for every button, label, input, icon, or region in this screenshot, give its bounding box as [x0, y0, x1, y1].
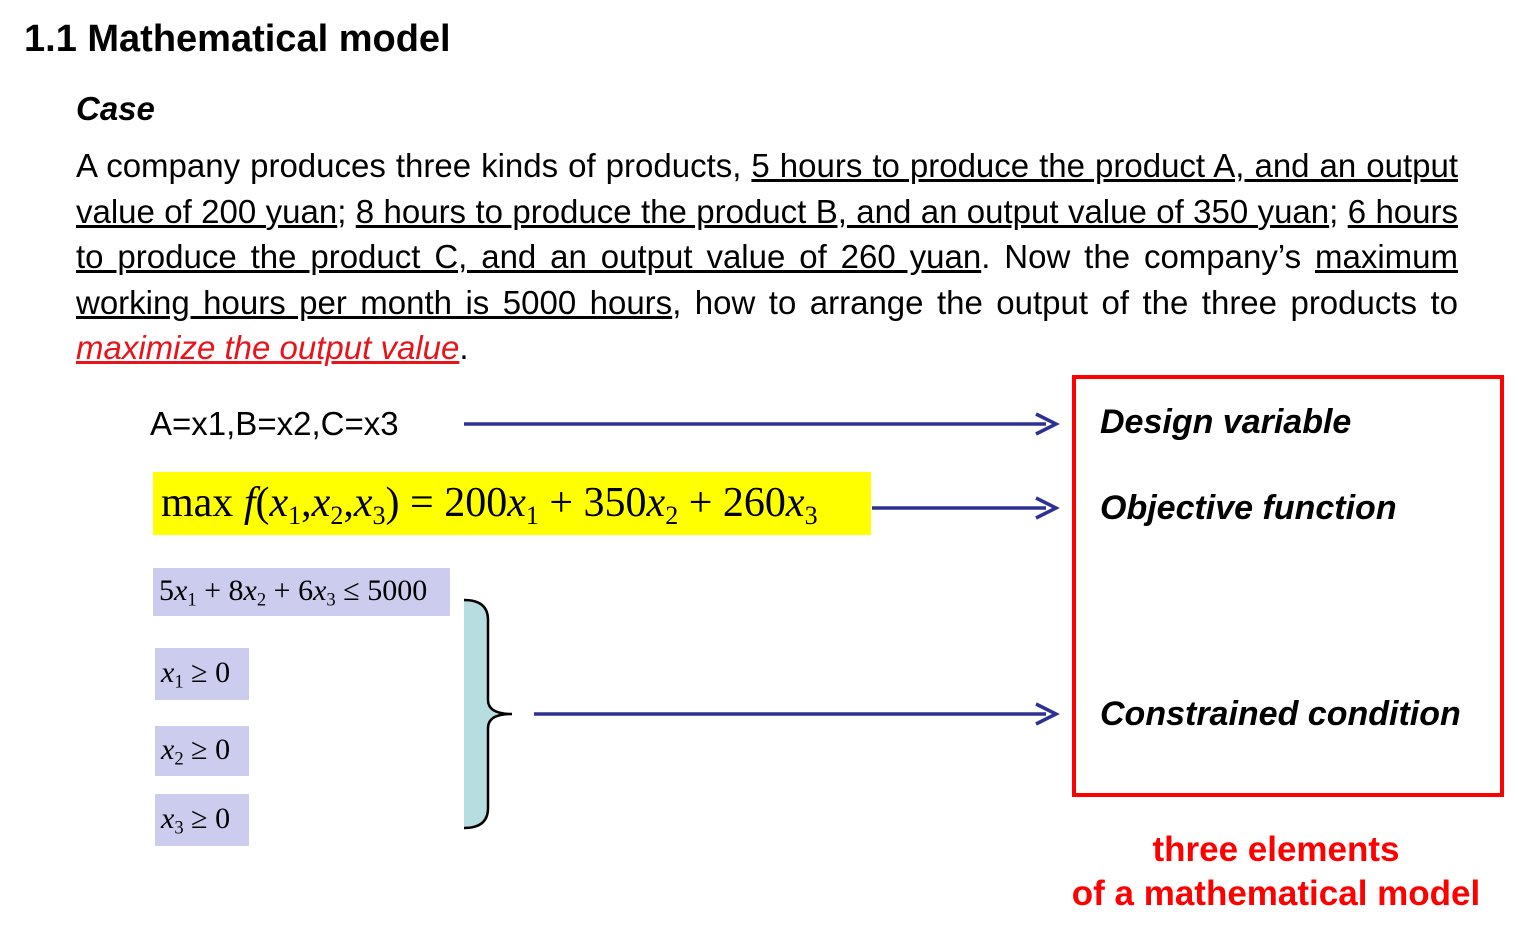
var-x: x — [161, 733, 175, 766]
product-c-info: 6 hours to produce the product C, and an… — [76, 192, 1458, 276]
subscript: 1 — [525, 500, 539, 530]
constrained-condition-label: Constrained condition — [1100, 695, 1461, 733]
objective-function-formula: max f(x1,x2,x3) = 200x1 + 350x2 + 260x3 — [153, 472, 871, 535]
comma: , — [343, 480, 354, 526]
var-x: x — [161, 802, 175, 835]
case-text: . — [459, 329, 469, 366]
coefficient: 350 — [583, 480, 647, 526]
subscript: 3 — [372, 500, 386, 530]
var-x: x — [353, 480, 373, 526]
var-x: x — [174, 574, 188, 607]
var-x: x — [785, 480, 805, 526]
plus-sign: + — [204, 574, 222, 607]
arrow-icon — [872, 496, 1060, 520]
variable-definition: A=x1,B=x2,C=x3 — [150, 405, 399, 442]
var-x: x — [269, 480, 289, 526]
caption-line: three elements — [1152, 830, 1400, 869]
var-x: x — [646, 480, 666, 526]
greater-equal-sign: ≥ — [191, 656, 208, 689]
working-hours-limit: maximum working hours per month is 5000 … — [76, 238, 1459, 321]
coefficient: 260 — [722, 480, 786, 526]
case-text: ; — [337, 192, 356, 230]
constraint-x2-nonnegative: x2 ≥ 0 — [155, 726, 249, 776]
case-text: , how to arrange the output of the three… — [672, 283, 1459, 321]
equals-sign: = — [410, 480, 434, 526]
case-paragraph: A company produces three kinds of produc… — [76, 143, 1458, 371]
objective-function-label: Objective function — [1100, 489, 1397, 527]
case-text: A company produces three kinds of produc… — [76, 147, 752, 184]
subscript: 2 — [256, 589, 267, 611]
coefficient: 6 — [298, 574, 314, 607]
zero: 0 — [215, 656, 231, 689]
right-brace-icon — [463, 598, 513, 830]
comma: , — [301, 480, 312, 526]
constraint-x3-nonnegative: x3 ≥ 0 — [155, 794, 249, 846]
three-elements-caption: three elements of a mathematical model — [1040, 828, 1512, 916]
coefficient: 5 — [159, 574, 174, 607]
case-text: ; — [1329, 192, 1348, 230]
var-x: x — [161, 656, 175, 689]
var-x: x — [507, 480, 526, 526]
goal-highlight: maximize the output value — [76, 329, 460, 366]
greater-equal-sign: ≥ — [191, 802, 208, 835]
zero: 0 — [215, 733, 231, 766]
subscript: 3 — [174, 817, 184, 839]
case-text: . Now the company’s — [981, 238, 1315, 275]
constraint-x1-nonnegative: x1 ≥ 0 — [155, 648, 249, 700]
less-equal-sign: ≤ — [343, 574, 360, 607]
product-a-info: 5 hours to produce the product A, and an… — [76, 147, 1458, 230]
model-elements-box — [1072, 375, 1504, 797]
function-symbol: f — [243, 480, 256, 526]
plus-sign: + — [549, 480, 574, 526]
greater-equal-sign: ≥ — [191, 733, 208, 766]
var-x: x — [311, 480, 331, 526]
product-b-info: 8 hours to produce the product B, and an… — [355, 192, 1330, 230]
coefficient: 8 — [228, 574, 244, 607]
constraint-limit: 5000 — [367, 574, 428, 607]
constraint-hours: 5x1 + 8x2 + 6x3 ≤ 5000 — [153, 568, 450, 616]
caption-line: of a mathematical model — [1071, 874, 1481, 913]
subscript: 1 — [288, 500, 302, 530]
max-operator: max — [161, 480, 234, 526]
plus-sign: + — [688, 480, 713, 526]
page-title: 1.1 Mathematical model — [24, 18, 451, 60]
paren: ( — [255, 480, 270, 526]
subscript: 2 — [665, 500, 679, 530]
subscript: 3 — [804, 500, 818, 530]
paren: ) — [385, 480, 400, 526]
subscript: 2 — [330, 500, 344, 530]
subscript: 1 — [174, 671, 184, 693]
zero: 0 — [215, 802, 231, 835]
var-x: x — [243, 574, 257, 607]
arrow-icon — [464, 412, 1060, 436]
subscript: 1 — [187, 589, 197, 611]
case-heading: Case — [76, 90, 155, 127]
subscript: 3 — [326, 589, 336, 611]
design-variable-label: Design variable — [1100, 403, 1352, 441]
arrow-icon — [534, 702, 1060, 726]
var-x: x — [313, 574, 327, 607]
plus-sign: + — [273, 574, 291, 607]
coefficient: 200 — [444, 480, 508, 526]
subscript: 2 — [174, 748, 184, 770]
